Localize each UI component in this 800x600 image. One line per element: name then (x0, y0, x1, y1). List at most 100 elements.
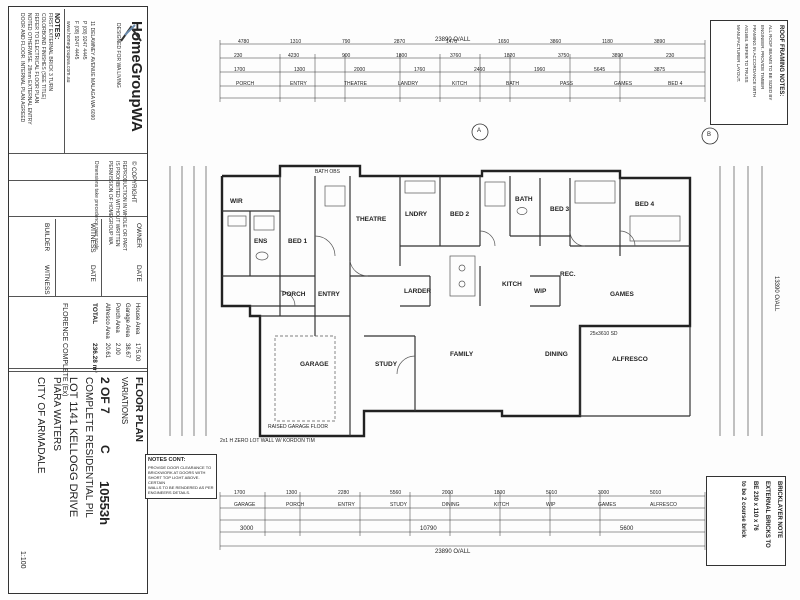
sign-witness: WITNESS (43, 265, 50, 295)
title-block: HomeGroupWA DESIGNED FOR WA LIVING 11 DE… (8, 6, 148, 594)
bottom-dim: 1800 (494, 490, 506, 496)
top-dim: 1300 (294, 67, 306, 73)
company-address: 11 DELAWNEY AVENUE MALAGA WA 6090 (89, 21, 95, 121)
notes-cont-line: PROVIDE DOOR CLEARANCE TO (148, 465, 212, 470)
notes-cont-line: WALLS TO BE RENDERED AS PER (148, 485, 214, 490)
brick-note-line: EXTERNAL BRICKS TO (764, 481, 770, 548)
notes-cont-box: NOTES CONT: PROVIDE DOOR CLEARANCE TO BR… (145, 454, 217, 499)
top-dim: 230 (234, 53, 243, 59)
room-label: STUDY (375, 361, 398, 368)
bottom-dim: 3000 (240, 526, 254, 532)
sign-label-witness: WITNESS (89, 223, 96, 253)
bottom-dim: 5010 (650, 490, 662, 496)
room-label: FAMILY (450, 351, 474, 358)
variations-label: VARIATIONS (120, 377, 129, 425)
area-value: 2.00 (114, 343, 120, 355)
sheet-number: 2 OF 7 (98, 377, 112, 414)
top-dim: 5645 (594, 67, 606, 73)
estate-name: PIARA WATERS (51, 377, 62, 451)
top-dim: 1820 (504, 53, 516, 59)
top-dim: 3760 (450, 53, 462, 59)
top-dim: 3890 (654, 39, 666, 45)
brick-notes-title: BRICKLAYER NOTE (776, 481, 782, 539)
top-dim: 3875 (654, 67, 666, 73)
top-room-label: GAMES (614, 81, 633, 87)
top-dim: 1760 (414, 67, 426, 73)
room-label: REC. (560, 271, 576, 278)
note-line: NOTED OTHERWISE. 28mm EXTERNAL ENTRY (26, 13, 32, 125)
area-label-total: TOTAL (91, 303, 98, 325)
bottom-dim: 1700 (234, 490, 246, 496)
copyright-box: © COPYRIGHT REPRODUCTION IN WHOLE OR PAR… (9, 157, 147, 251)
roof-note-line: FRAMING IN ACCORDANCE WITH (752, 25, 757, 98)
note-line: REFER TO ELECTRICAL FLOOR PLAN (33, 13, 39, 104)
notes-cont-line: ENGINEERS DETAILS. (148, 490, 191, 495)
signature-table: OWNER DATE WITNESS DATE BUILDER WITNESS (9, 219, 147, 297)
top-dim: 790 (342, 39, 351, 45)
area-value: 175.00 (134, 343, 140, 362)
brick-note-line: to be 2 course brick (740, 481, 746, 538)
bottom-room-label: DINING (442, 502, 460, 508)
company-phone: P (08) 9247 4445 (81, 21, 87, 60)
top-dim: 3890 (612, 53, 624, 59)
area-label: Alfresco Area (104, 303, 110, 339)
bottom-room-label: WIP (546, 502, 556, 508)
areas-table: House Area 175.00 Garage Area 38.67 Porc… (9, 299, 147, 396)
brick-note-line: BE 230 x 110 x 76 (752, 481, 758, 531)
top-room-label: KITCH (452, 81, 467, 87)
room-label: ALFRESCO (612, 356, 648, 363)
sign-date: DATE (89, 265, 96, 282)
room-label: BED 4 (635, 201, 655, 208)
top-dim: 1180 (602, 39, 613, 45)
overall-top-dim: 23890 O/ALL (435, 37, 471, 43)
alfresco-slab-note: 25x3610 SD (590, 331, 618, 337)
top-dim: 1650 (498, 39, 510, 45)
bottom-room-label: PORCH (286, 502, 305, 508)
bottom-room-label: ENTRY (338, 502, 355, 508)
bottom-dim: 3000 (598, 490, 610, 496)
roof-note-line: ENGINEER. PROVIDE TIMBER (760, 25, 765, 90)
bottom-dim: 5560 (390, 490, 402, 496)
sign-date: DATE (135, 265, 142, 282)
room-label: LNDRY (405, 211, 428, 218)
bottom-room-label: GARAGE (234, 502, 256, 508)
top-room-label: THEATRE (344, 81, 367, 87)
plan-drawing: 23890 O/ALL 23890 O/ALL 13390 O/ALL 4780… (145, 6, 792, 594)
section-b-label: B (707, 132, 712, 138)
room-label: BED 2 (450, 211, 470, 218)
room-label: BATH (515, 196, 533, 203)
room-label: ENS (254, 238, 268, 245)
overall-right-dim: 13390 O/ALL (773, 276, 779, 312)
section-marker-a (471, 123, 489, 141)
notes-box: NOTES: FIRST EXTERNAL BRICK 3 TURN COLOR… (9, 9, 65, 153)
sign-label-owner: OWNER (135, 223, 142, 248)
copyright-title: © COPYRIGHT (130, 161, 136, 203)
bottom-dim: 5010 (546, 490, 558, 496)
note-line: FIRST EXTERNAL BRICK 3 TURN (47, 13, 53, 91)
bottom-dim: 1300 (286, 490, 298, 496)
top-dim: 900 (342, 53, 351, 59)
top-dim: 4780 (238, 39, 250, 45)
bottom-dim: 5600 (620, 526, 634, 532)
job-number: 10553h (97, 481, 112, 526)
area-label: House Area (134, 303, 140, 335)
project-type: COMPLETE RESIDENTIAL PIL (83, 377, 94, 518)
top-dim: 4230 (288, 53, 300, 59)
roof-note-line: MANUFACTURER LAYOUT. (736, 25, 741, 83)
area-label: Porch Area (114, 303, 120, 333)
top-dim: 2870 (394, 39, 406, 45)
top-dim: 3750 (558, 53, 570, 59)
bottom-room-label: KITCH (494, 502, 509, 508)
room-label: THEATRE (356, 216, 387, 223)
top-dim: 1700 (234, 67, 246, 73)
drawing-title: FLOOR PLAN (133, 377, 144, 442)
room-label: LARDER (404, 288, 432, 295)
note-line: COLORBOND FINISHES (SEE TITLE) (40, 13, 46, 100)
area-value-total: 236.28 m² (91, 343, 98, 373)
area-value: 38.67 (124, 343, 130, 359)
top-dim: 1310 (290, 39, 302, 45)
revision: C (98, 445, 112, 454)
top-room-label: BATH (506, 81, 519, 87)
room-label: KITCH (502, 281, 522, 288)
